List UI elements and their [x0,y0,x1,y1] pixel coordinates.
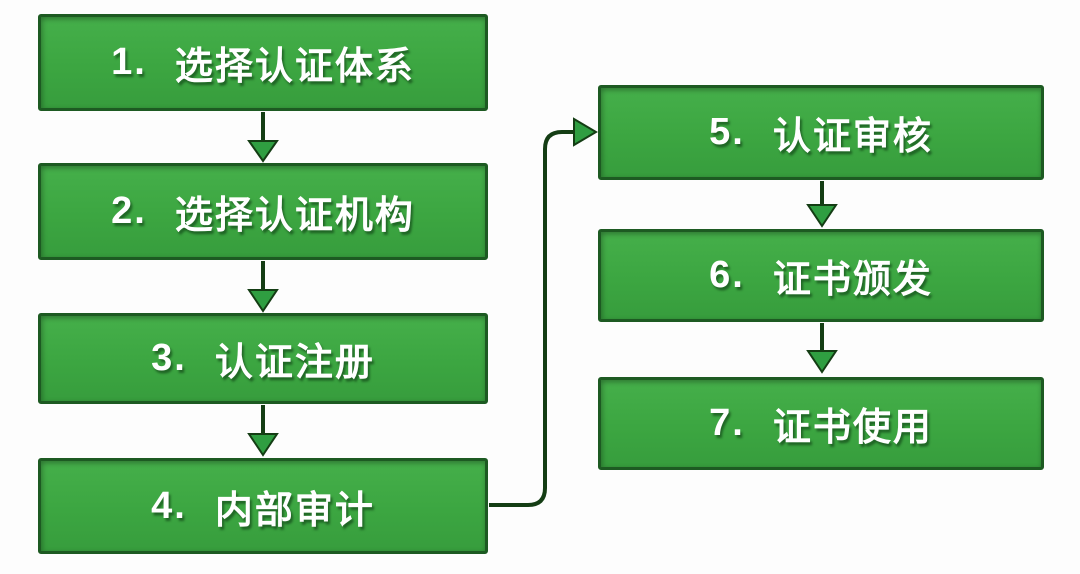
step-box-5: 5. 认证审核 [598,85,1044,180]
step-number: 7. [709,402,745,444]
step-label: 选择认证机构 [174,195,415,237]
step-number: 6. [709,254,745,296]
arrow-step6-to-step7 [806,323,838,374]
step-label: 证书使用 [772,407,933,449]
step-number: 2. [111,190,147,232]
step-label: 内部审计 [214,489,375,532]
arrow-step1-to-step2 [247,112,279,163]
step-box-4: 4. 内部审计 [38,458,488,554]
connector-step4-to-step5 [489,117,598,507]
step-label: 认证审核 [772,116,933,158]
step-label: 证书颁发 [772,259,933,301]
arrow-step2-to-step3 [247,261,279,313]
step-box-1: 1. 选择认证体系 [38,14,488,111]
step-box-2: 2. 选择认证机构 [38,163,488,260]
step-box-3: 3. 认证注册 [38,313,488,404]
step-number: 1. [111,41,147,83]
step-label: 认证注册 [214,342,375,384]
step-number: 3. [151,337,187,379]
step-box-6: 6. 证书颁发 [598,229,1044,322]
step-box-7: 7. 证书使用 [598,377,1044,470]
step-label: 选择认证体系 [174,46,415,88]
step-number: 5. [709,111,745,153]
arrow-step3-to-step4 [247,405,279,457]
arrow-step5-to-step6 [806,181,838,228]
step-number: 4. [151,484,187,527]
